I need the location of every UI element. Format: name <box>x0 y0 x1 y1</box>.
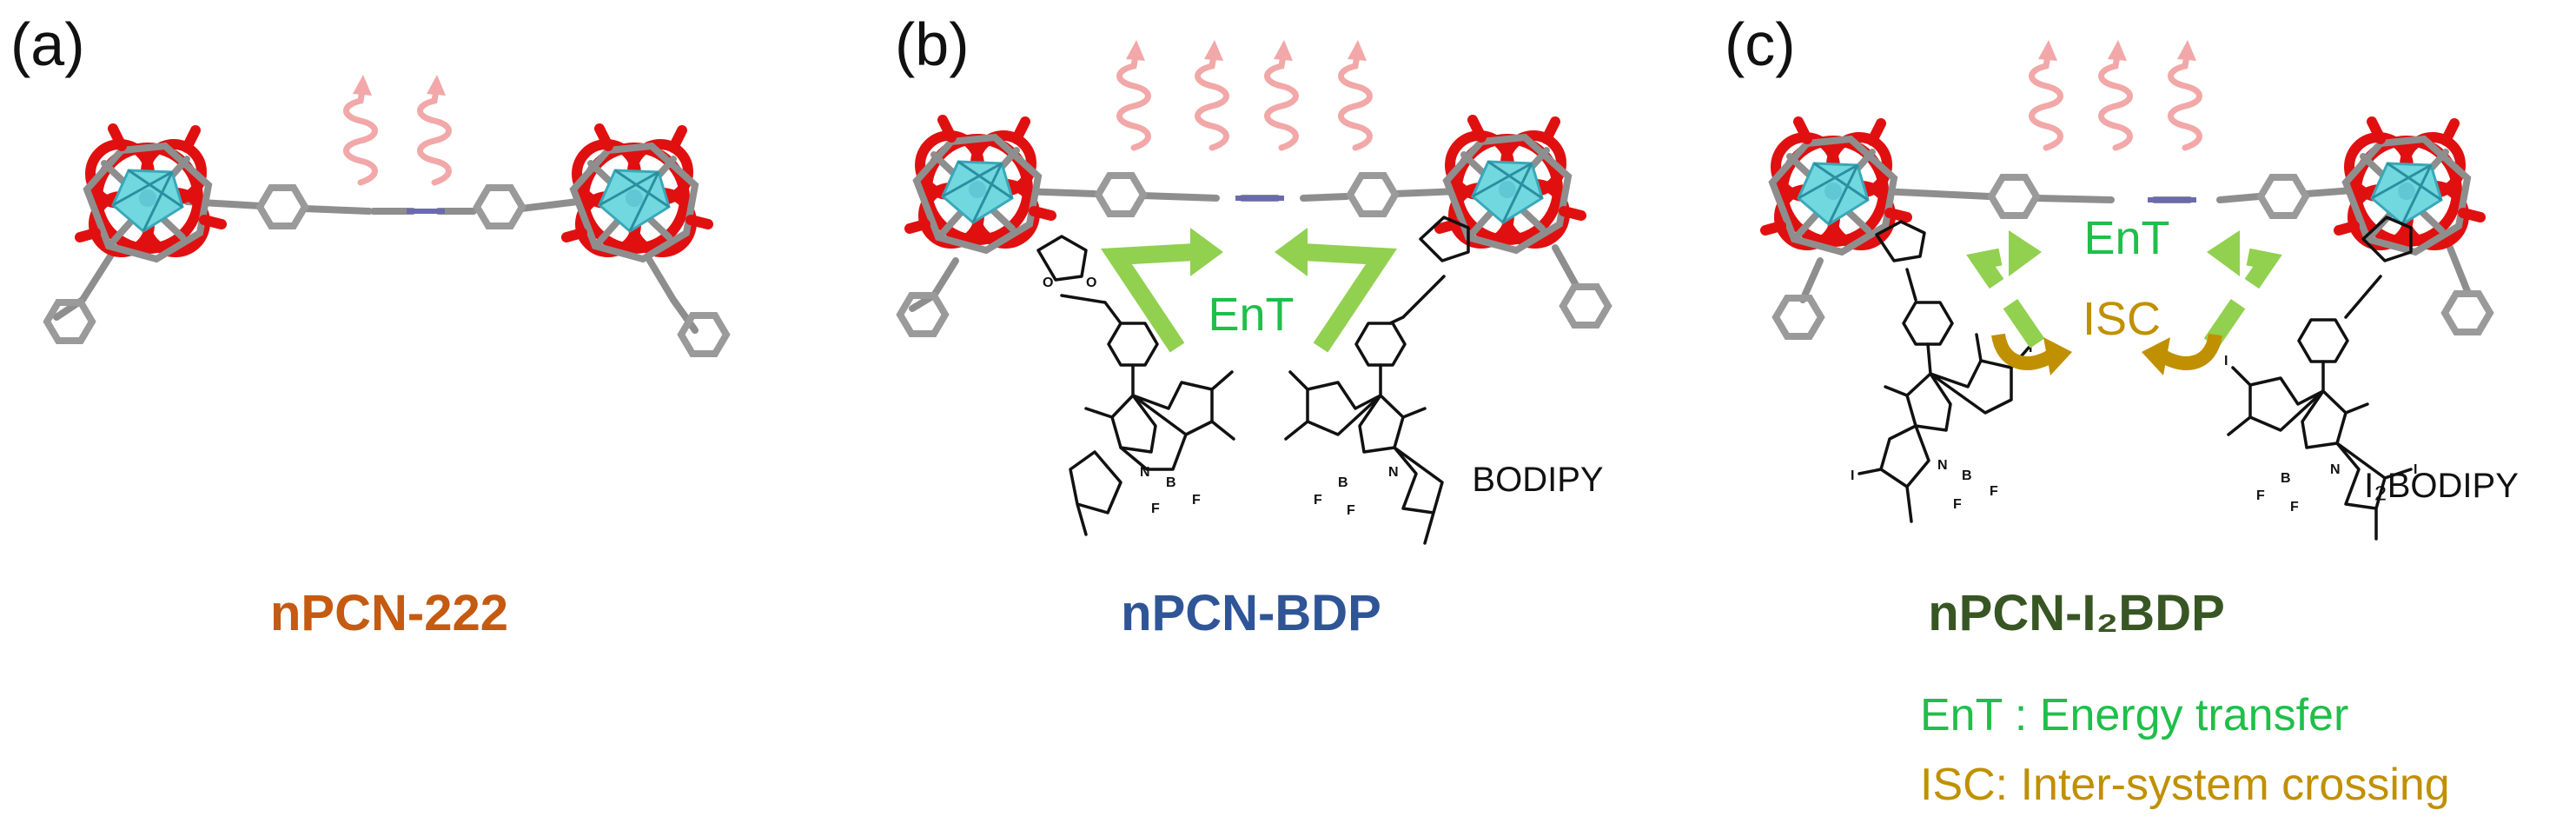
atom-b-b1: B <box>1166 475 1176 490</box>
legend-isc: ISC: Inter-system crossing <box>1920 760 2450 810</box>
ent-label-c: EnT <box>2083 212 2169 264</box>
atom-b-c1: B <box>1962 468 1972 483</box>
dye-label-c: I₂BODIPY <box>2364 467 2519 505</box>
heat-waves-c <box>2032 40 2200 148</box>
zr-cluster-left-b <box>910 120 1051 250</box>
dye-label-b: BODIPY <box>1472 461 1603 499</box>
legend: EnT : Energy transfer ISC: Inter-system … <box>1920 690 2450 810</box>
atom-i-c2: I <box>2029 341 2032 355</box>
panel-a: (a) nPCN-222 <box>10 10 726 641</box>
panel-c: (c) I N B <box>1725 10 2519 810</box>
isc-label-c: ISC <box>2083 293 2161 345</box>
panel-b-label: (b) <box>895 10 970 78</box>
atom-f-c3: F <box>2256 488 2265 503</box>
legend-ent: EnT : Energy transfer <box>1920 690 2348 740</box>
atom-f-b3: F <box>1314 493 1322 508</box>
atom-b-b3: B <box>1338 475 1348 490</box>
atom-i-c1: I <box>1851 468 1854 483</box>
bodipy-left-b: N B F F O O <box>1036 235 1235 536</box>
atom-i-c4: I <box>2224 354 2228 369</box>
atom-o-b2: O <box>1086 276 1096 290</box>
mof-name-c: nPCN-I₂BDP <box>1928 585 2225 641</box>
atom-f-b1: F <box>1151 501 1160 516</box>
atom-f-c1: F <box>1953 497 1962 512</box>
atom-b-c2: B <box>2281 471 2291 486</box>
atom-f-c4: F <box>2290 500 2299 515</box>
isc-arrow-right-c <box>2142 333 2222 375</box>
atom-n-b2: N <box>1388 465 1399 480</box>
ent-label-b: EnT <box>1208 289 1294 341</box>
ent-arrow-right-c <box>2203 230 2282 349</box>
zr-cluster-right-b <box>1440 120 1581 250</box>
panel-b: (b) N B <box>895 10 1608 641</box>
mof-name-a: nPCN-222 <box>270 585 508 641</box>
panel-c-label: (c) <box>1725 10 1796 78</box>
heat-waves-b <box>1120 40 1370 148</box>
atom-f-c2: F <box>1990 484 1998 499</box>
heat-waves-a <box>347 75 449 183</box>
atom-n-c2: N <box>2330 462 2341 477</box>
i2bodipy-right-c: I I B F F N <box>2224 216 2417 541</box>
atom-i-c3: I <box>2414 462 2417 477</box>
atom-f-b4: F <box>1347 503 1355 518</box>
zr-cluster-left-c <box>1765 122 1907 252</box>
bodipy-right-b: B F F N <box>1284 216 1470 545</box>
zr-cluster-left-a <box>80 129 222 259</box>
linker-b <box>900 176 1608 334</box>
zr-cluster-right-a <box>566 129 708 259</box>
ent-arrow-left-b <box>1100 228 1223 353</box>
atom-f-b2: F <box>1192 493 1201 508</box>
ent-arrow-right-b <box>1275 228 1398 353</box>
linker-a <box>47 188 726 354</box>
ent-arrow-left-c <box>1966 230 2045 349</box>
i2bodipy-left-c: I N B F F I <box>1851 220 2032 523</box>
mof-name-b: nPCN-BDP <box>1121 585 1381 641</box>
atom-n-b1: N <box>1140 465 1150 480</box>
linker-c <box>1776 177 2490 336</box>
panel-a-label: (a) <box>10 10 85 78</box>
atom-o-b1: O <box>1043 276 1053 290</box>
atom-n-c1: N <box>1937 458 1948 473</box>
isc-arrow-left-c <box>1991 333 2072 375</box>
